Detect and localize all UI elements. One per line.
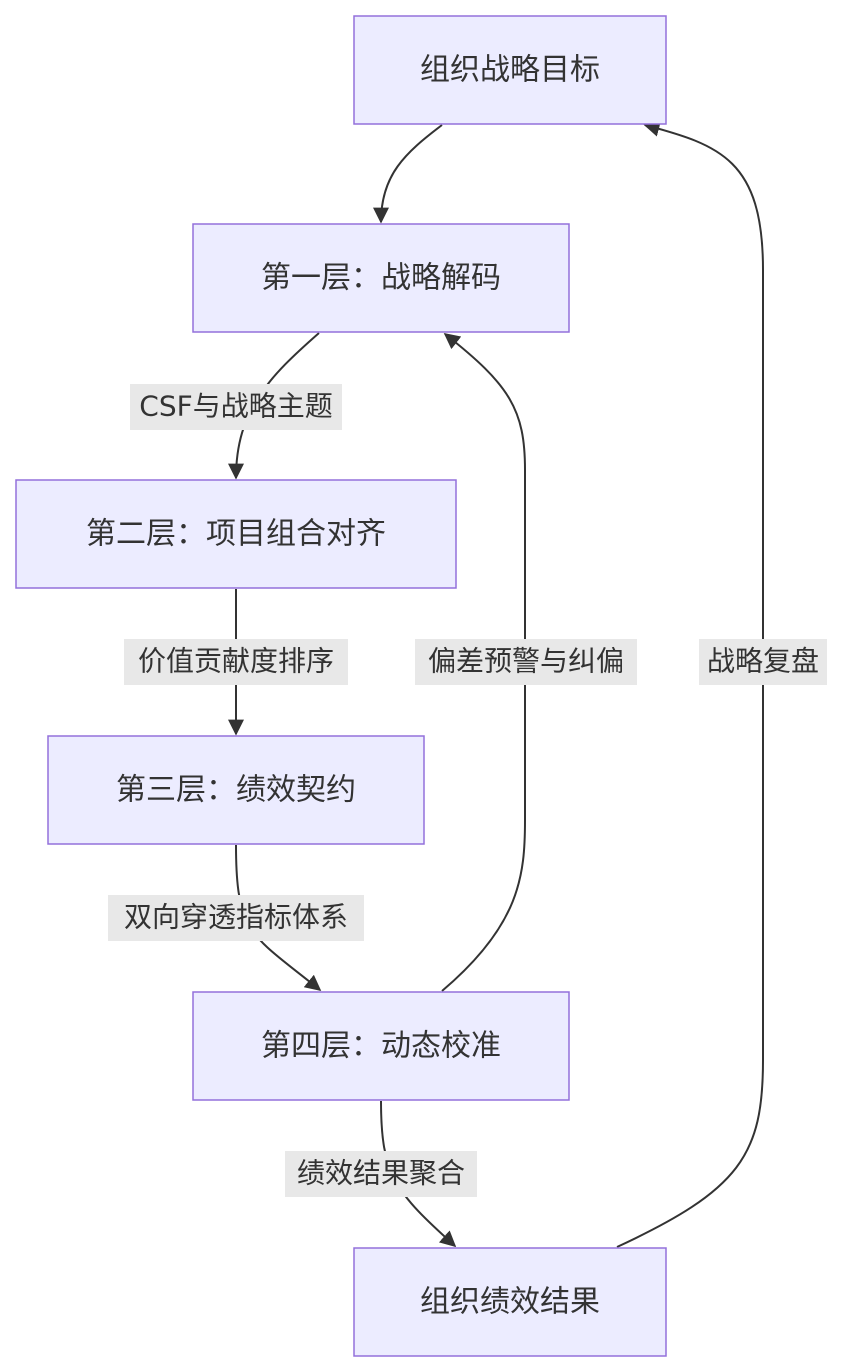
node-layer4: 第四层：动态校准 [192, 991, 570, 1101]
edge-label-value: 价值贡献度排序 [124, 639, 348, 685]
edge-label-warning-text: 偏差预警与纠偏 [428, 645, 624, 678]
edge-label-penetrate-text: 双向穿透指标体系 [124, 901, 348, 934]
node-goal-label: 组织战略目标 [420, 53, 600, 88]
edge-label-penetrate: 双向穿透指标体系 [108, 895, 364, 941]
node-layer4-label: 第四层：动态校准 [261, 1029, 501, 1064]
node-result-label: 组织绩效结果 [420, 1285, 600, 1320]
edge-label-value-text: 价值贡献度排序 [138, 645, 334, 678]
node-layer1-label: 第一层：战略解码 [261, 261, 501, 296]
edge-label-warning: 偏差预警与纠偏 [415, 639, 637, 685]
node-layer2-label: 第二层：项目组合对齐 [86, 517, 386, 552]
edge-label-review-text: 战略复盘 [707, 645, 819, 678]
edge-goal-to-layer1 [373, 124, 443, 224]
edge-label-review: 战略复盘 [699, 639, 827, 685]
edge-label-aggregate-text: 绩效结果聚合 [297, 1157, 465, 1190]
node-layer1: 第一层：战略解码 [192, 223, 570, 333]
edge-result-to-goal [616, 120, 764, 1248]
edge-label-aggregate: 绩效结果聚合 [285, 1151, 477, 1197]
node-layer2: 第二层：项目组合对齐 [15, 479, 457, 589]
edge-layer4-to-layer1 [441, 333, 526, 992]
node-layer3-label: 第三层：绩效契约 [116, 773, 356, 808]
node-goal: 组织战略目标 [353, 15, 667, 125]
node-layer3: 第三层：绩效契约 [47, 735, 425, 845]
node-result: 组织绩效结果 [353, 1247, 667, 1357]
edge-label-csf-text: CSF与战略主题 [139, 390, 332, 423]
edge-label-csf: CSF与战略主题 [130, 384, 342, 430]
